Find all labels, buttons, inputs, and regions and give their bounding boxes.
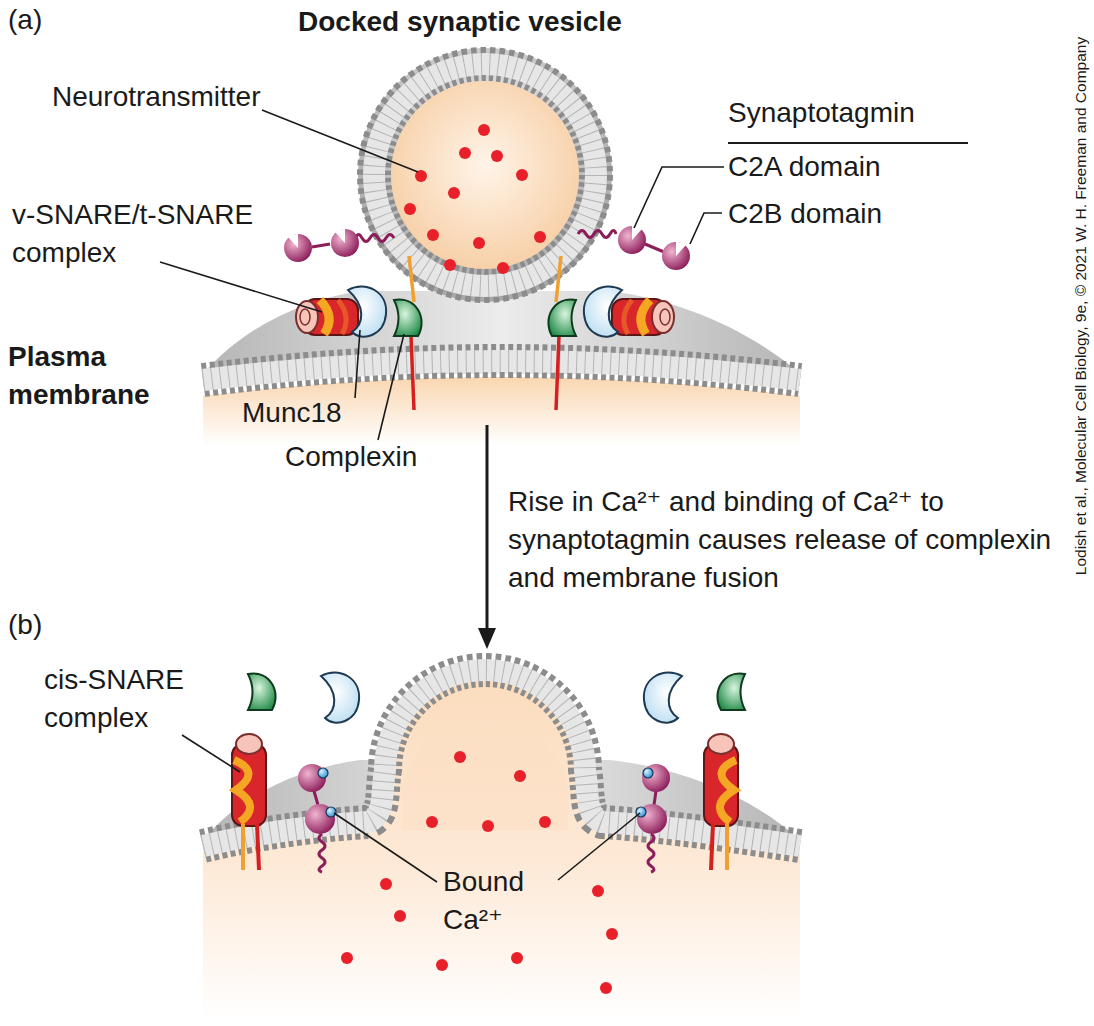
complexin (717, 674, 745, 710)
complexin (248, 674, 276, 710)
snare-complex (548, 256, 674, 410)
panel-letter: (a) (8, 1, 42, 39)
munc18 (644, 672, 682, 722)
leader-lines (182, 735, 640, 882)
transition-arrow (478, 425, 496, 649)
part-label: v-SNARE/t-SNARE complex (12, 196, 302, 272)
synaptotagmin (636, 764, 670, 872)
synaptotagmin (578, 226, 690, 270)
step-note: Rise in Ca²⁺ and binding of Ca²⁺ to syna… (508, 483, 1064, 597)
cis-snare-complex (232, 734, 266, 870)
synaptotagmin (284, 229, 394, 262)
part-label: Plasma membrane (8, 338, 178, 414)
neurotransmitter-dots (404, 124, 546, 274)
vesicle-lumen (391, 81, 579, 269)
part-label: C2A domain (728, 148, 881, 186)
snare-complex (296, 256, 422, 410)
part-label: Synaptotagmin (728, 94, 915, 132)
vesicle-bilayer (374, 64, 596, 286)
credit-line: Lodish et al., Molecular Cell Biology, 9… (1071, 6, 1091, 606)
cis-snare-complex (704, 734, 738, 870)
part-label: cis-SNARE complex (44, 661, 244, 737)
part-label: Complexin (285, 438, 417, 476)
part-label: Munc18 (242, 394, 342, 432)
lipid-bilayer (203, 361, 800, 380)
synaptotagmin (298, 764, 336, 872)
cytoplasm (203, 670, 800, 1020)
panel-heading: Docked synaptic vesicle (298, 3, 622, 41)
leader-lines (160, 110, 724, 440)
heading-rule (728, 142, 968, 144)
released-neurotransmitter (341, 751, 618, 994)
part-label: Bound Ca²⁺ (443, 863, 563, 939)
vesicle-shell (358, 48, 612, 302)
munc18 (321, 672, 359, 722)
part-label: C2B domain (728, 195, 882, 233)
part-label: Neurotransmitter (52, 78, 261, 116)
fusion-pore (402, 719, 568, 830)
panel-letter: (b) (8, 606, 42, 644)
